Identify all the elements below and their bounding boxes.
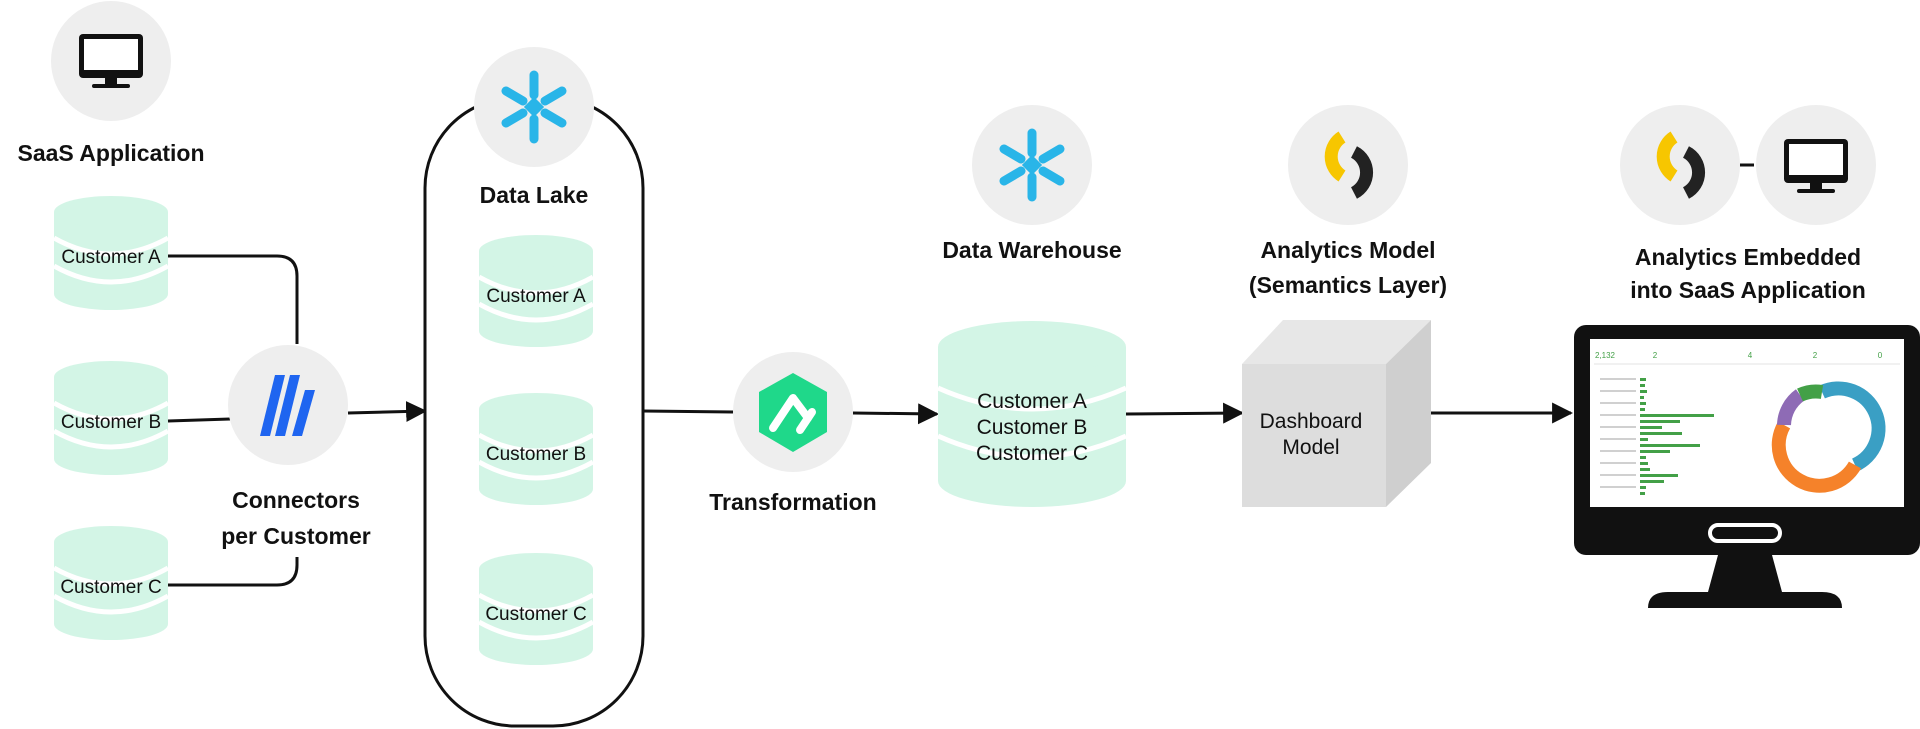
lake-db-a: Customer A xyxy=(477,235,595,347)
embedded-title-line2: into SaaS Application xyxy=(1630,277,1866,303)
connectors-title-line2: per Customer xyxy=(221,523,371,549)
kpi-2: 2 xyxy=(1653,351,1658,360)
source-db-b: Customer B xyxy=(52,361,170,475)
embedded-node: Analytics Embedded into SaaS Application… xyxy=(1574,105,1920,608)
lake-db-b: Customer B xyxy=(477,393,595,505)
embedded-monitor: 2,132 2 4 2 0 xyxy=(1574,325,1920,608)
kpi-3: 4 xyxy=(1748,351,1753,360)
monitor-icon xyxy=(79,34,143,88)
warehouse-line-c: Customer C xyxy=(976,442,1088,465)
source-db-c-label: Customer C xyxy=(60,577,161,598)
dashboard-model-cube: Dashboard Model xyxy=(1242,320,1431,507)
lake-db-c: Customer C xyxy=(477,553,595,665)
kpi-5: 0 xyxy=(1878,351,1883,360)
dashboard-donut-chart xyxy=(1771,381,1886,493)
semantics-logo-icon xyxy=(1324,131,1373,199)
source-db-a-label: Customer A xyxy=(61,247,161,268)
data-lake-node: Data Lake Customer A Customer B Customer… xyxy=(423,47,645,728)
data-lake-title: Data Lake xyxy=(480,182,589,208)
source-connector-lines xyxy=(167,254,299,587)
cube-label-line2: Model xyxy=(1282,436,1339,459)
analytics-model-title-line2: (Semantics Layer) xyxy=(1249,272,1447,298)
arrow-to-analytics-model xyxy=(1125,402,1245,424)
transformation-title: Transformation xyxy=(709,489,876,515)
lake-db-a-label: Customer A xyxy=(486,286,586,307)
saas-application-node: SaaS Application xyxy=(17,1,205,166)
source-db-b-label: Customer B xyxy=(61,412,161,433)
embedded-title-line1: Analytics Embedded xyxy=(1635,244,1861,270)
line-to-transformation xyxy=(642,409,734,414)
analytics-model-title-line1: Analytics Model xyxy=(1260,237,1435,263)
dbt-icon xyxy=(759,373,827,452)
data-warehouse-title: Data Warehouse xyxy=(942,237,1121,263)
monitor-logo-slot xyxy=(1708,523,1782,543)
snowflake-icon xyxy=(501,70,567,144)
source-db-c: Customer C xyxy=(52,526,170,640)
warehouse-line-a: Customer A xyxy=(977,390,1087,413)
arrow-to-warehouse xyxy=(852,403,940,425)
data-warehouse-node: Data Warehouse Customer A Customer B Cus… xyxy=(936,105,1128,507)
connectors-node: Connectors per Customer xyxy=(221,345,371,549)
connectors-title-line1: Connectors xyxy=(232,487,360,513)
dashboard-bar-labels xyxy=(1600,378,1636,488)
semantics-logo-icon xyxy=(1656,131,1705,199)
arrow-to-data-lake xyxy=(347,400,428,422)
transformation-node: Transformation xyxy=(709,352,877,515)
lake-db-b-label: Customer B xyxy=(486,444,586,465)
dashboard-kpis: 2,132 2 4 2 0 xyxy=(1595,351,1883,360)
lake-db-c-label: Customer C xyxy=(485,604,586,625)
source-db-a: Customer A xyxy=(52,196,170,310)
dashboard-bar-chart xyxy=(1640,378,1714,495)
warehouse-db: Customer A Customer B Customer C xyxy=(936,321,1128,507)
snowflake-icon xyxy=(999,128,1065,202)
kpi-4: 2 xyxy=(1813,351,1818,360)
cube-label-line1: Dashboard xyxy=(1260,410,1363,433)
saas-title: SaaS Application xyxy=(17,140,204,166)
warehouse-line-b: Customer B xyxy=(977,416,1088,439)
monitor-icon xyxy=(1784,139,1848,193)
fivetran-icon xyxy=(260,375,315,436)
kpi-1: 2,132 xyxy=(1595,351,1616,360)
analytics-model-node: Analytics Model (Semantics Layer) Dashbo… xyxy=(1242,105,1447,507)
